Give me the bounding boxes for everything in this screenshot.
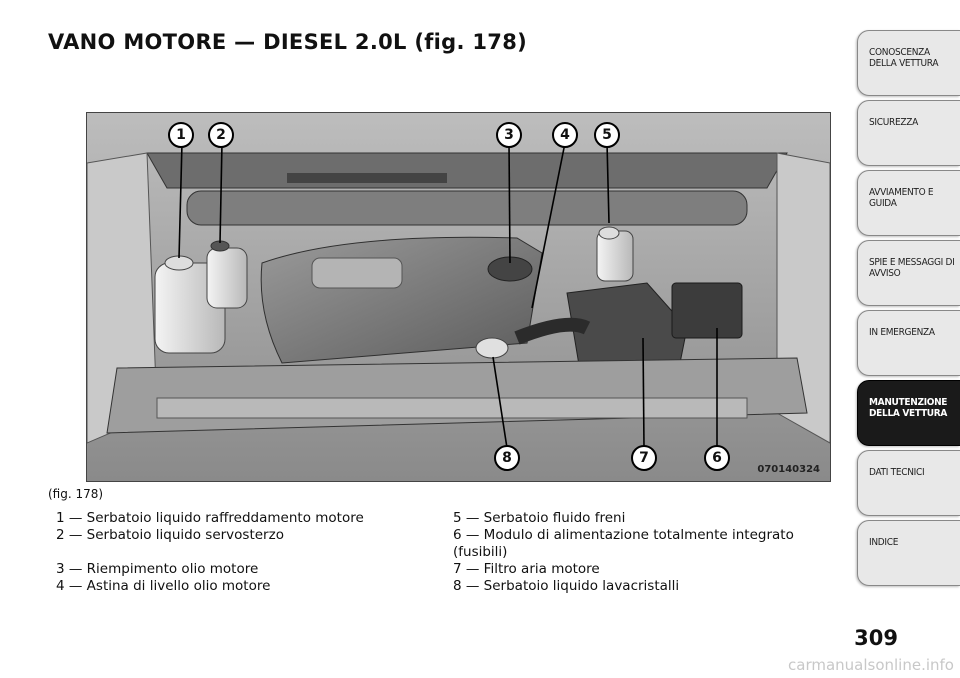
callout-4: 4: [552, 122, 578, 148]
callout-8: 8: [494, 445, 520, 471]
callout-2: 2: [208, 122, 234, 148]
legend-item: 5 — Serbatoio fluido freni: [453, 510, 626, 526]
callout-5: 5: [594, 122, 620, 148]
figure-caption: (fig. 178): [48, 487, 104, 501]
watermark: carmanualsonline.info: [788, 656, 954, 674]
legend-item: 2 — Serbatoio liquido servosterzo: [56, 527, 284, 543]
legend-item: 6 — Modulo di alimentazione totalmente i…: [453, 527, 794, 543]
callout-1: 1: [168, 122, 194, 148]
engine-bay-illustration: [87, 113, 830, 481]
legend-item: 1 — Serbatoio liquido raffreddamento mot…: [56, 510, 364, 526]
tab-sicurezza[interactable]: SICUREZZA: [857, 100, 960, 166]
page-number: 309: [854, 626, 898, 650]
legend-left-column: 1 — Serbatoio liquido raffreddamento mot…: [56, 510, 436, 595]
chapter-tabs: CONOSCENZA DELLA VETTURA SICUREZZA AVVIA…: [857, 30, 960, 590]
tab-conoscenza-della-vettura[interactable]: CONOSCENZA DELLA VETTURA: [857, 30, 960, 96]
legend-item: 3 — Riempimento olio motore: [56, 561, 259, 577]
tab-manutenzione-della-vettura[interactable]: MANUTENZIONE DELLA VETTURA: [857, 380, 960, 446]
callout-7: 7: [631, 445, 657, 471]
legend-spacer: [56, 544, 436, 561]
tab-indice[interactable]: INDICE: [857, 520, 960, 586]
tab-spie-e-messaggi[interactable]: SPIE E MESSAGGI DI AVVISO: [857, 240, 960, 306]
engine-bay-figure: 1 2 3 4 5 6 7 8 070140324: [86, 112, 831, 482]
tab-avviamento-e-guida[interactable]: AVVIAMENTO E GUIDA: [857, 170, 960, 236]
legend-item: (fusibili): [453, 544, 508, 560]
legend-item: 8 — Serbatoio liquido lavacristalli: [453, 578, 680, 594]
legend-right-column: 5 — Serbatoio fluido freni 6 — Modulo di…: [453, 510, 823, 595]
tab-in-emergenza[interactable]: IN EMERGENZA: [857, 310, 960, 376]
legend-item: 4 — Astina di livello olio motore: [56, 578, 271, 594]
page-title: VANO MOTORE — DIESEL 2.0L (fig. 178): [48, 30, 528, 54]
figure-code: 070140324: [757, 464, 820, 475]
tab-dati-tecnici[interactable]: DATI TECNICI: [857, 450, 960, 516]
callout-3: 3: [496, 122, 522, 148]
legend-item: 7 — Filtro aria motore: [453, 561, 600, 577]
callout-6: 6: [704, 445, 730, 471]
